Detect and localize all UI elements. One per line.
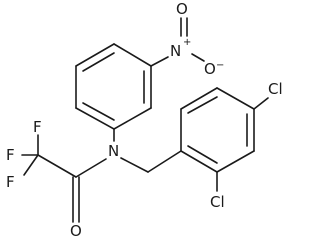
structure-canvas: N + O O − N O F F F Cl Cl	[6, 0, 283, 238]
chlorine-ring-bottom-label: Cl	[210, 193, 225, 211]
dichlorophenyl-ring	[147, 87, 269, 192]
amide-nitrogen-label: N	[108, 142, 119, 160]
nitro-oxygen-top-label: O	[176, 0, 188, 18]
carbonyl-oxygen-label: O	[70, 222, 82, 238]
nitro-group	[150, 17, 205, 67]
nitro-oxygen-charge: −	[216, 60, 224, 71]
fluorine-top-label: F	[33, 118, 42, 136]
amide-core-bonds	[21, 128, 149, 223]
chlorine-ring-top-label: Cl	[268, 80, 283, 98]
nitrophenyl-ring	[75, 43, 152, 130]
nitro-oxygen-right-label: O	[204, 60, 216, 78]
nitro-nitrogen-label: N	[170, 42, 181, 60]
nitro-nitrogen-charge: +	[183, 37, 191, 48]
fluorine-left-lower-label: F	[6, 173, 15, 191]
fluorine-left-upper-label: F	[6, 146, 15, 164]
molecule-drawing: N + O O − N O F F F Cl Cl	[6, 0, 283, 238]
